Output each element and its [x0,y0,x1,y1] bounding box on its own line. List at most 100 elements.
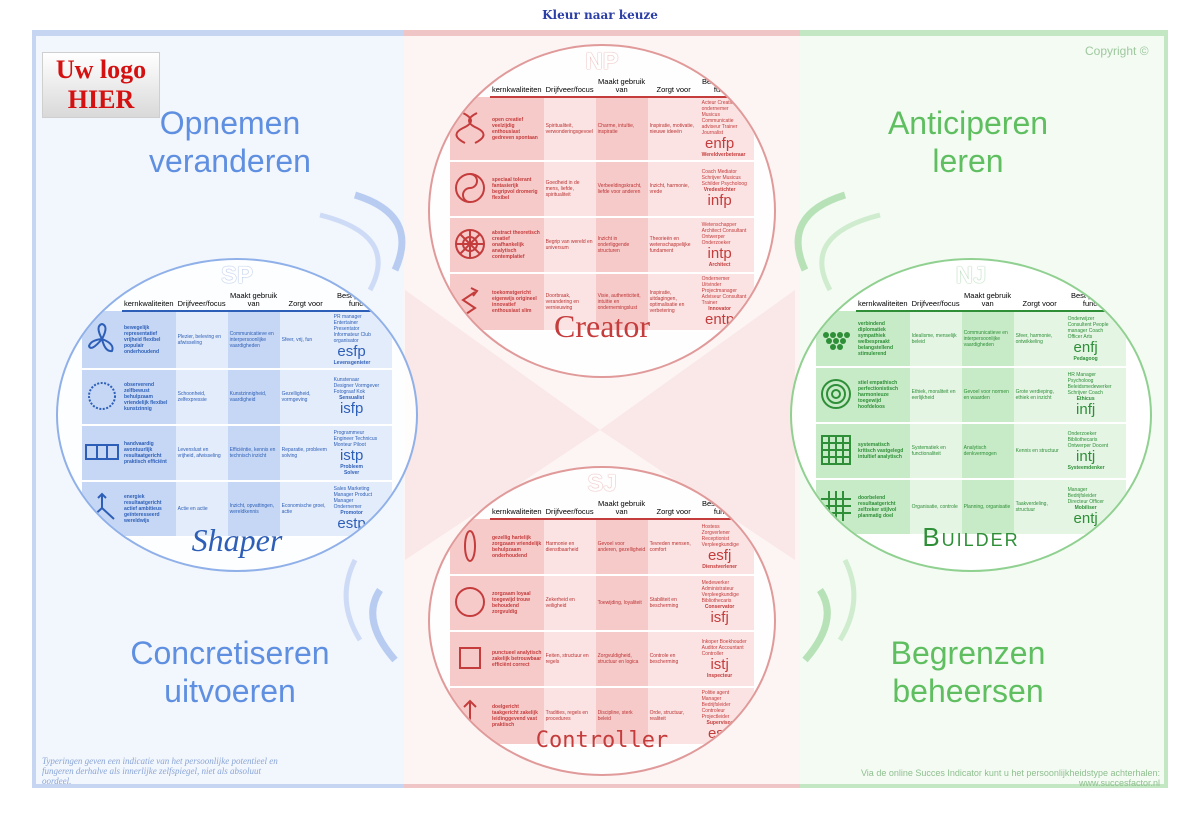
provides-cell: Orde, structuur, realiteit [647,687,700,745]
provides-cell: Inzicht, harmonie, vrede [647,161,700,217]
provides-cell: Tevreden mensen, comfort [647,519,700,575]
uses-cell: Charme, intuïtie, inspiratie [595,97,648,161]
type-code: intp [707,245,732,262]
type-subtitle: Wereldverbeteraar [701,152,746,158]
square-icon [450,631,490,687]
provides-cell: Theorieën en wetenschappelijke fundament [647,217,700,273]
uses-cell: Communicatieve en interpersoonlijke vaar… [227,311,280,369]
provides-cell: Inspiratie, uitdagingen, optimalisatie e… [647,273,700,331]
group-code-label: NP [585,48,619,75]
drive-cell: Organisatie, controle [909,479,962,535]
grid-icon [816,423,856,479]
column-header: Maakt gebruik van [227,290,280,312]
column-header: Best passende functies [699,76,754,98]
table-row: toekomstgericht eigenwijs origineel inno… [450,273,754,331]
type-subtitle: Systeemdenker [1067,465,1105,471]
drive-cell: Doorbraak, verandering en vernieuwing [543,273,596,331]
core-qualities-cell: stiel empathisch perfectionistisch harmo… [856,367,910,423]
table-row: systematisch kritisch vastgelegd intuïti… [816,423,1126,479]
caption-line: Anticiperen [887,105,1049,141]
column-header: Drijfveer/focus [543,498,596,520]
column-header: Zorgt voor [279,290,332,312]
table-row: speciaal tolerant fantasierijk begripvol… [450,161,754,217]
column-header: kernkwaliteiten [122,290,176,312]
caption-line: leren [932,143,1004,179]
type-subtitle: Mobiliser [1074,505,1097,511]
column-header: Zorgt voor [647,498,700,520]
zigzag-arrow-icon [450,273,490,331]
functions-list: PR manager Entertainer Presentator Infor… [333,314,371,344]
type-code: estp [337,515,366,532]
functions-list: Hostess Zorgverlener Receptionist Verple… [701,524,739,548]
type-subtitle: Vredestichter [703,187,736,193]
type-code: istj [710,656,729,673]
provides-cell: Stabiliteit en bescherming [647,575,700,631]
type-subtitle: Inspecteur [706,673,733,679]
provides-cell: Controle en bescherming [647,631,700,687]
table-row: energiek resultaatgericht actief ambitie… [82,481,392,537]
column-header: kernkwaliteiten [490,76,544,98]
functions-list: Coach Mediator Schrijver Musicus Schilde… [701,169,747,187]
type-code: infp [707,192,732,209]
propeller-icon [82,311,122,369]
uses-cell: Efficiëntie, kennis en technisch inzicht [227,425,280,481]
functions-list: HR Manager Psycholoog Beleidsmedewerker … [1067,372,1112,396]
drive-cell: Plezier, beleving en afwisseling [175,311,228,369]
type-code: intj [1076,448,1096,465]
uses-cell: Inzicht, opvattingen, wereldkennis [227,481,280,537]
type-subtitle: Ethicus [1076,396,1095,402]
column-header: Zorgt voor [647,76,700,98]
type-subtitle: Probleem Solver [340,464,363,476]
type-subtitle: Innovator [708,306,731,312]
drive-cell: Idealisme, menselijk beleid [909,311,962,367]
type-subtitle: Conservator [704,604,735,610]
functions-cell: Sales Marketing Manager Product Manager … [331,481,392,537]
uses-cell: Analytisch denkvermogen [961,423,1014,479]
hashgrid-icon [816,479,856,535]
provides-cell: Economische groei, actie [279,481,332,537]
helix-icon [450,97,490,161]
functions-cell: Programmeur Engineer Technicus Monteur P… [331,425,392,481]
functions-cell: Inkoper Boekhouder Auditor Accountant Co… [699,631,754,687]
header-cell-icon [450,76,490,97]
group-name: Builder [922,522,1020,552]
functions-list: Medewerker Administrateur Verpleegkundig… [701,580,739,604]
functions-list: Kunstenaar Designer Vormgever Fotograaf … [333,377,380,395]
core-qualities-cell: speciaal tolerant fantasierijk begripvol… [490,161,544,217]
functions-list: Programmeur Engineer Technicus Monteur P… [333,430,378,448]
functions-list: Sales Marketing Manager Product Manager … [333,486,372,510]
footer-note-left: Typeringen geven een indicatie van het p… [42,756,278,786]
table-row: zorgzaam loyaal toegewijd trouw behouden… [450,575,754,631]
type-code: esfp [337,343,366,360]
functions-cell: Acteur Creatief ondernemer Musicus Commu… [699,97,754,161]
functions-list: Inkoper Boekhouder Auditor Accountant Co… [701,639,747,657]
web-icon [450,217,490,273]
uses-cell: Verbeeldingskracht, liefde voor anderen [595,161,648,217]
provides-cell: Grote verdieping, ethiek en inzicht [1013,367,1066,423]
caption-line: beheersen [892,673,1044,709]
uses-cell: Inzicht in onderliggende structuren [595,217,648,273]
table-row: observerend zelfbewust behulpzaam vriend… [82,369,392,425]
provides-cell: Sfeer, harmonie, ontwikkeling [1013,311,1066,367]
group-code-label: SJ [587,470,617,497]
functions-list: Manager Bedrijfsleider Directeur Officer [1067,487,1104,505]
functions-list: Ondernemer Uitvinder Projectmanager Advi… [701,276,747,306]
provides-cell: Taakverdeling, structuur [1013,479,1066,535]
functions-cell: Politie agent Manager Bedrijfsleider Con… [699,687,754,745]
type-code: enfp [705,135,735,152]
oval-icon [450,519,490,575]
